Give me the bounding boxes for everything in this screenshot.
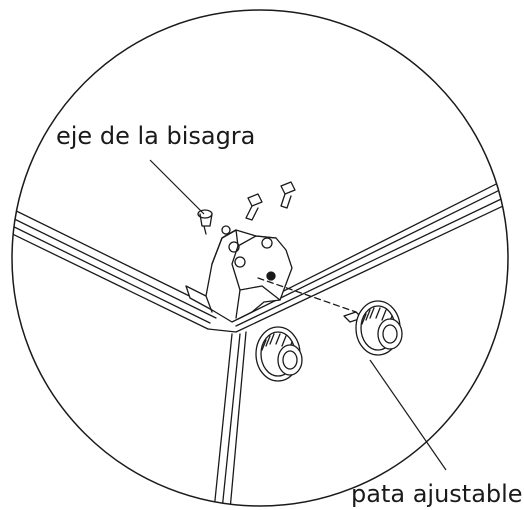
- screw-1: [245, 193, 263, 221]
- adjustable-foot-label: pata ajustable: [351, 480, 523, 508]
- hinge-axis-leader: [149, 159, 205, 215]
- screw-2: [280, 181, 296, 209]
- adjustable-foot-leader: [369, 359, 447, 471]
- cabinet-top-right-edge: [235, 171, 508, 333]
- hinge-axis-label: eje de la bisagra: [56, 122, 256, 150]
- alignment-line: [257, 277, 357, 313]
- detail-circle: [11, 9, 509, 507]
- cabinet-top-left-edge: [12, 202, 223, 330]
- hinge-bracket: [185, 225, 293, 323]
- cabinet-corner-edges: [207, 311, 247, 506]
- adjustable-foot-1: [255, 326, 303, 382]
- adjustable-foot-2: [343, 300, 403, 356]
- hinge-pin: [197, 209, 213, 235]
